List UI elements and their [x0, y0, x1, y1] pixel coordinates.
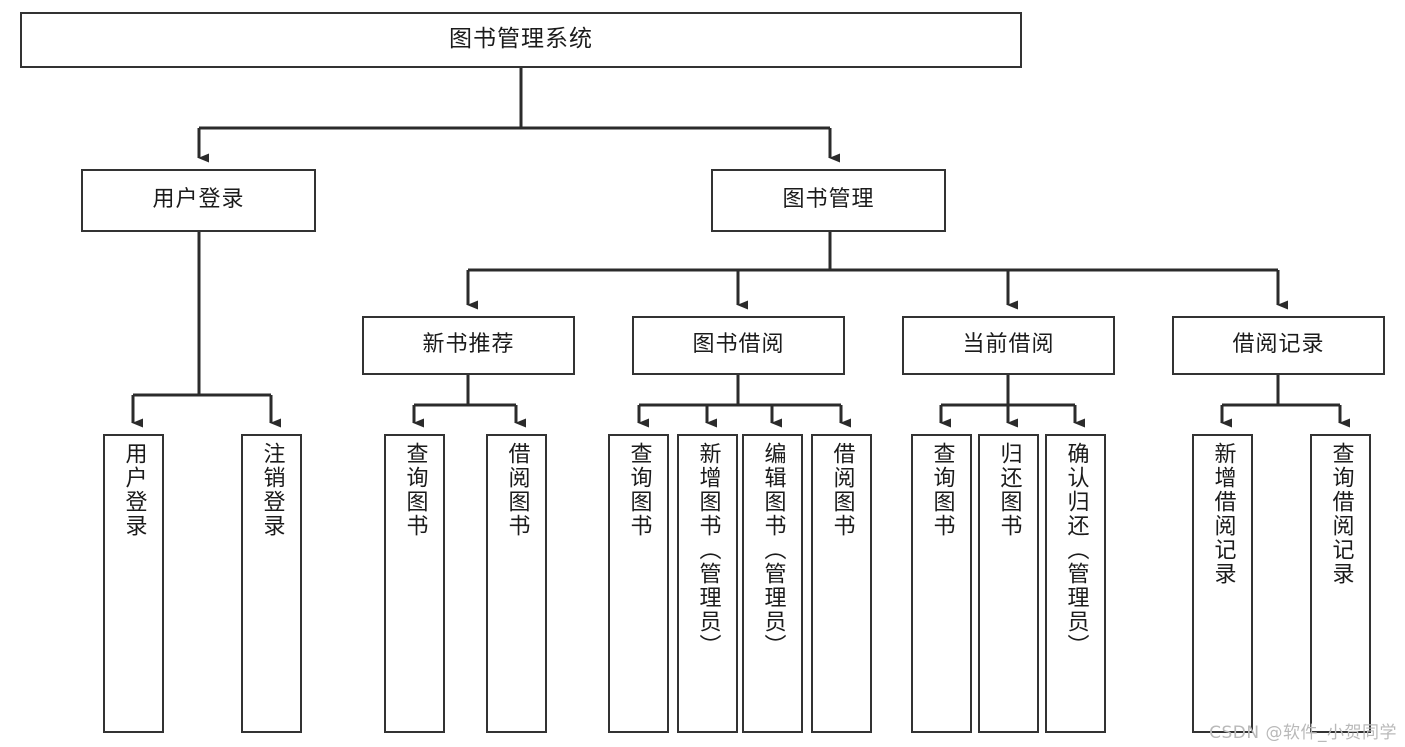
node-label: 查询借阅记录	[1328, 442, 1354, 586]
node-new-book-recommend[interactable]: 新书推荐	[362, 316, 575, 375]
node-leaf-borrow-book-1[interactable]: 借阅图书	[486, 434, 547, 733]
node-leaf-query-book-2[interactable]: 查询图书	[608, 434, 669, 733]
node-leaf-user-login[interactable]: 用户登录	[103, 434, 164, 733]
node-label: 图书管理	[782, 187, 875, 213]
node-leaf-return-book[interactable]: 归还图书	[978, 434, 1039, 733]
node-leaf-logout-login[interactable]: 注销登录	[241, 434, 302, 733]
node-book-management[interactable]: 图书管理	[711, 169, 946, 232]
node-label: 借阅图书	[504, 442, 530, 538]
node-label: 借阅记录	[1232, 332, 1325, 358]
node-label: 新书推荐	[422, 332, 515, 358]
node-label: 当前借阅	[962, 332, 1055, 358]
node-leaf-add-borrow-record[interactable]: 新增借阅记录	[1192, 434, 1253, 733]
node-label: 查询图书	[929, 442, 955, 538]
node-label: 图书借阅	[692, 332, 785, 358]
node-leaf-query-book-1[interactable]: 查询图书	[384, 434, 445, 733]
node-label: 用户登录	[152, 187, 245, 213]
node-label: 用户登录	[121, 442, 147, 538]
node-current-borrow[interactable]: 当前借阅	[902, 316, 1115, 375]
node-label: 新增图书（管理员）	[695, 442, 721, 658]
csdn-watermark: CSDN @软件_小贺同学	[1209, 723, 1397, 743]
node-leaf-query-book-3[interactable]: 查询图书	[911, 434, 972, 733]
node-leaf-confirm-return-admin[interactable]: 确认归还（管理员）	[1045, 434, 1106, 733]
node-leaf-borrow-book-2[interactable]: 借阅图书	[811, 434, 872, 733]
node-label: 确认归还（管理员）	[1063, 442, 1089, 658]
node-leaf-add-book-admin[interactable]: 新增图书（管理员）	[677, 434, 738, 733]
node-book-borrow[interactable]: 图书借阅	[632, 316, 845, 375]
node-label: 归还图书	[996, 442, 1022, 538]
node-leaf-query-borrow-record[interactable]: 查询借阅记录	[1310, 434, 1371, 733]
node-root-book-management-system[interactable]: 图书管理系统	[20, 12, 1022, 68]
node-label: 新增借阅记录	[1210, 442, 1236, 586]
node-label: 查询图书	[626, 442, 652, 538]
node-leaf-edit-book-admin[interactable]: 编辑图书（管理员）	[742, 434, 803, 733]
node-label: 编辑图书（管理员）	[760, 442, 786, 658]
node-user-login[interactable]: 用户登录	[81, 169, 316, 232]
node-label: 注销登录	[259, 442, 285, 538]
node-label: 查询图书	[402, 442, 428, 538]
node-label: 图书管理系统	[449, 26, 593, 53]
node-borrow-record[interactable]: 借阅记录	[1172, 316, 1385, 375]
node-label: 借阅图书	[829, 442, 855, 538]
